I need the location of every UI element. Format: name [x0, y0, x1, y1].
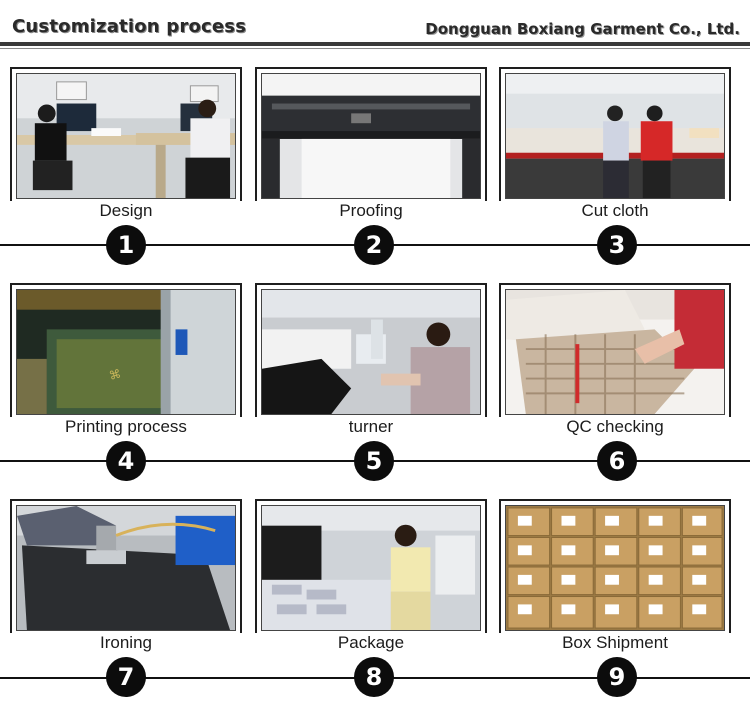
- step-number-badge: 2: [354, 225, 394, 265]
- step-printing-process: ⌘ Printing process: [10, 283, 242, 437]
- step-cut-cloth: Cut cloth: [499, 67, 731, 221]
- step-proofing: Proofing: [255, 67, 487, 221]
- step-label: turner: [255, 417, 487, 437]
- step-design: Design: [10, 67, 242, 221]
- step-number-badge: 4: [106, 441, 146, 481]
- step-label: Ironing: [10, 633, 242, 653]
- photo-turner: [261, 289, 481, 415]
- svg-text:⌘: ⌘: [107, 366, 122, 383]
- header-divider: [0, 42, 750, 46]
- step-label: QC checking: [499, 417, 731, 437]
- step-number-badge: 1: [106, 225, 146, 265]
- step-number-badge: 7: [106, 657, 146, 697]
- step-ironing: Ironing: [10, 499, 242, 653]
- step-package: Package: [255, 499, 487, 653]
- step-number-badge: 9: [597, 657, 637, 697]
- company-name: Dongguan Boxiang Garment Co., Ltd.: [425, 20, 740, 38]
- step-number-badge: 6: [597, 441, 637, 481]
- header-divider-thin: [0, 48, 750, 49]
- page-title: Customization process: [12, 16, 247, 37]
- step-number-badge: 8: [354, 657, 394, 697]
- step-label: Package: [255, 633, 487, 653]
- step-number-badge: 3: [597, 225, 637, 265]
- step-box-shipment: Box Shipment: [499, 499, 731, 653]
- photo-box-shipment: [505, 505, 725, 631]
- step-qc-checking: QC checking: [499, 283, 731, 437]
- step-label: Box Shipment: [499, 633, 731, 653]
- photo-qc-checking: [505, 289, 725, 415]
- photo-ironing: [16, 505, 236, 631]
- photo-proofing: [261, 73, 481, 199]
- header: Customization process Dongguan Boxiang G…: [0, 0, 750, 50]
- step-number-badge: 5: [354, 441, 394, 481]
- step-label: Proofing: [255, 201, 487, 221]
- photo-cut-cloth: [505, 73, 725, 199]
- step-label: Cut cloth: [499, 201, 731, 221]
- photo-printing-process: ⌘: [16, 289, 236, 415]
- photo-design: [16, 73, 236, 199]
- step-label: Printing process: [10, 417, 242, 437]
- step-label: Design: [10, 201, 242, 221]
- photo-package: [261, 505, 481, 631]
- step-turner: turner: [255, 283, 487, 437]
